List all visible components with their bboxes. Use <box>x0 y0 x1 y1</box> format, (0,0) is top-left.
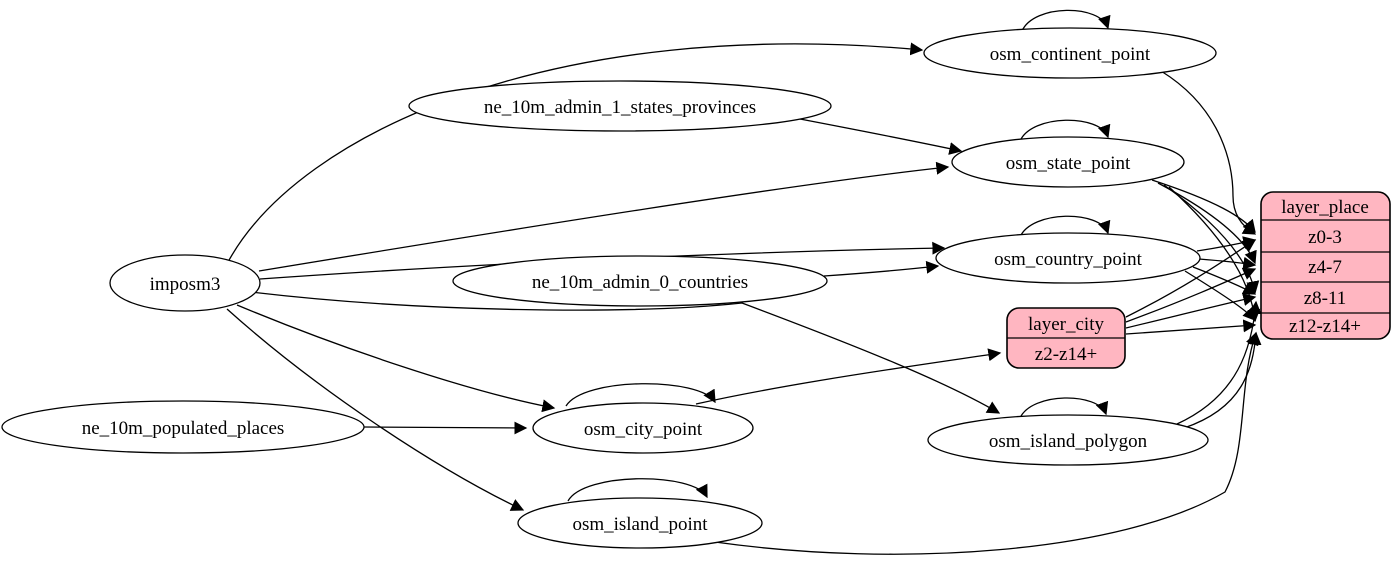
node-ne_10m_admin_0_countries: ne_10m_admin_0_countries <box>452 255 828 307</box>
node-osm_state_point: osm_state_point <box>951 136 1185 188</box>
layer_place-row-z8-11: z8-11 <box>1304 288 1347 309</box>
edge-imposm3-osm_continent_point <box>227 42 924 263</box>
layer_place-box <box>1260 191 1391 340</box>
osm_state_point-label: osm_state_point <box>1006 153 1131 174</box>
layer_place-row-z0-3: z0-3 <box>1308 227 1342 248</box>
record-layer_place: layer_place z0-3 z4-7 z8-11 z12-z14+ <box>1260 191 1391 340</box>
osm_state_point-shape <box>951 136 1185 188</box>
selfloop-osm_country_point <box>1019 215 1111 238</box>
osm_city_point-shape <box>532 402 754 454</box>
selfloop-osm_island_polygon <box>1019 397 1109 419</box>
ne_10m_populated_places-label: ne_10m_populated_places <box>82 418 285 439</box>
edge-imposm3-osm_island_point <box>226 308 525 511</box>
edge-imposm3-osm_city_point <box>236 304 556 413</box>
edge-ne_10m_admin_0_countries-osm_country_point <box>823 260 940 277</box>
ne_10m_admin_1_states_provinces-label: ne_10m_admin_1_states_provinces <box>484 97 756 118</box>
ne_10m_admin_0_countries-label: ne_10m_admin_0_countries <box>532 272 748 293</box>
node-osm_island_polygon: osm_island_polygon <box>927 414 1209 466</box>
edge-layer_city-layer_place-z8-11 <box>1125 293 1257 329</box>
osm_island_point-shape <box>517 497 763 549</box>
layer_place-header: layer_place <box>1281 197 1369 218</box>
edge-osm_state_point-layer_place-z4-7 <box>1157 182 1257 265</box>
edge-ne_10m_populated_places-osm_city_point <box>363 421 528 435</box>
node-imposm3: imposm3 <box>109 254 261 312</box>
selfloop-osm_city_point <box>565 383 716 407</box>
edge-osm_country_point-layer_place-z4-7 <box>1198 256 1257 270</box>
edge-osm_island_polygon-layer_place-z8-11 <box>1176 300 1262 425</box>
edge-osm_country_point-layer_place-z8-11 <box>1192 266 1257 295</box>
ne_10m_admin_0_countries-shape <box>452 255 828 307</box>
selfloop-osm_continent_point <box>1021 9 1111 32</box>
edge-imposm3-osm_island_polygon <box>250 291 1001 414</box>
edge-layer <box>226 9 1262 555</box>
imposm3-label: imposm3 <box>150 274 221 295</box>
edge-ne_10m_admin_1_states_provinces-osm_state_point <box>799 118 963 155</box>
osm_island_polygon-shape <box>927 414 1209 466</box>
osm_island_polygon-label: osm_island_polygon <box>989 431 1148 452</box>
edge-layer_city-layer_place-z12 <box>1125 319 1257 335</box>
ne_10m_admin_1_states_provinces-shape <box>408 80 832 132</box>
node-osm_island_point: osm_island_point <box>517 497 763 549</box>
layer_place-row-z12: z12-z14+ <box>1289 316 1361 337</box>
osm_continent_point-shape <box>923 27 1217 79</box>
selfloop-osm_state_point <box>1019 119 1111 142</box>
layer_city-header: layer_city <box>1028 314 1104 335</box>
osm_country_point-label: osm_country_point <box>994 249 1142 270</box>
edge-layer_city-layer_place-z4-7 <box>1125 267 1257 323</box>
record-layer_city: layer_city z2-z14+ <box>1006 307 1126 369</box>
node-ne_10m_admin_1_states_provinces: ne_10m_admin_1_states_provinces <box>408 80 832 132</box>
edge-osm_city_point-layer_city-z2 <box>695 348 1002 405</box>
edge-osm_island_point-layer_place-z12 <box>714 331 1259 555</box>
node-ne_10m_populated_places: ne_10m_populated_places <box>1 400 365 454</box>
edge-osm_country_point-layer_place-z0-3 <box>1196 236 1257 252</box>
layer_place-row-z4-7: z4-7 <box>1308 257 1342 278</box>
imposm3-shape <box>109 254 261 312</box>
edge-imposm3-osm_state_point <box>258 161 950 272</box>
selfloop-osm_island_point <box>567 478 708 502</box>
layer_city-row-z2: z2-z14+ <box>1035 344 1097 365</box>
osm_country_point-shape <box>935 232 1201 284</box>
node-osm_city_point: osm_city_point <box>532 402 754 454</box>
edge-osm_continent_point-layer_place-z0-3 <box>1160 70 1257 235</box>
ne_10m_populated_places-shape <box>1 400 365 454</box>
edge-osm_country_point-layer_place-z12 <box>1184 270 1256 321</box>
node-osm_country_point: osm_country_point <box>935 232 1201 284</box>
osm_city_point-label: osm_city_point <box>584 419 703 440</box>
osm_island_point-label: osm_island_point <box>572 514 708 535</box>
osm_continent_point-label: osm_continent_point <box>990 44 1151 65</box>
node-osm_continent_point: osm_continent_point <box>923 27 1217 79</box>
